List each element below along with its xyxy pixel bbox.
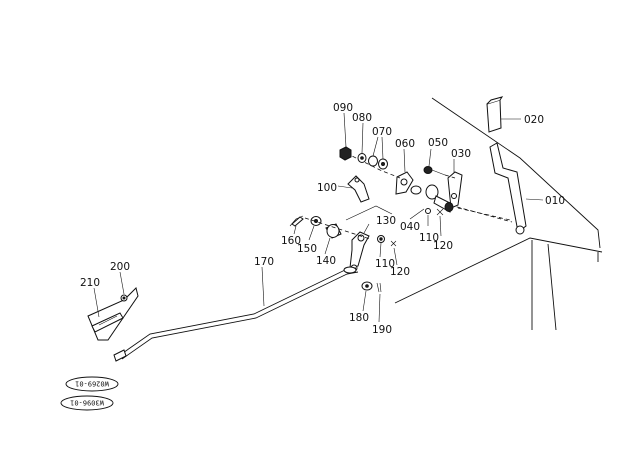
label-190: 190 — [372, 324, 392, 336]
figure-code-badge-2: W3096-01 — [60, 395, 114, 411]
part-100-link-plate — [347, 175, 370, 203]
label-100: 100 — [317, 182, 337, 194]
label-150: 150 — [297, 243, 317, 255]
figure-code-2: W3096-01 — [70, 399, 104, 407]
label-200: 200 — [110, 261, 130, 273]
part-060-lever-arm — [395, 171, 454, 213]
part-080-washer — [357, 153, 367, 163]
machine-body-outline — [394, 97, 603, 331]
label-180: 180 — [349, 312, 369, 324]
part-130-lower-lever — [349, 231, 370, 272]
label-020: 020 — [524, 114, 544, 126]
part-180-washer — [361, 281, 373, 291]
figure-code-badge-1: W0269-01 — [65, 376, 119, 392]
label-160: 160 — [281, 235, 301, 247]
label-030: 030 — [451, 148, 471, 160]
label-110-lower: 110 — [375, 258, 395, 270]
part-160-spring-pin — [289, 215, 304, 227]
leader-lines — [93, 112, 544, 323]
lower-assembly-axis — [304, 217, 371, 240]
part-110-120-upper-pins — [425, 208, 444, 216]
part-110-120-lower-pins — [377, 235, 397, 247]
part-020-lever-knob — [486, 96, 504, 133]
part-200-pin — [120, 294, 128, 302]
label-010: 010 — [545, 195, 565, 207]
part-090-nut — [339, 146, 352, 161]
label-120-lower: 120 — [390, 266, 410, 278]
part-010-hand-lever — [449, 142, 527, 235]
lever-pivot-axis — [457, 207, 511, 221]
label-120-upper: 120 — [433, 240, 453, 252]
label-080: 080 — [352, 112, 372, 124]
link-bracket-outline — [345, 205, 393, 221]
label-090: 090 — [333, 102, 353, 114]
label-130: 130 — [376, 215, 396, 227]
label-060: 060 — [395, 138, 415, 150]
part-140-bushing — [325, 223, 342, 239]
part-labels: 090 080 070 060 050 030 020 010 100 040 … — [80, 102, 565, 336]
part-190-split-pin — [376, 282, 382, 293]
part-150-washer — [310, 216, 322, 226]
label-050: 050 — [428, 137, 448, 149]
label-140: 140 — [316, 255, 336, 267]
label-110-upper: 110 — [419, 232, 439, 244]
part-050-bolt — [423, 166, 456, 179]
label-070: 070 — [372, 126, 392, 138]
label-210: 210 — [80, 277, 100, 289]
label-040: 040 — [400, 221, 420, 233]
part-070-washers — [368, 155, 388, 170]
part-170-connecting-rod — [113, 266, 359, 362]
figure-code-1: W0269-01 — [75, 380, 109, 388]
upper-assembly-axis — [339, 149, 401, 179]
label-170: 170 — [254, 256, 274, 268]
